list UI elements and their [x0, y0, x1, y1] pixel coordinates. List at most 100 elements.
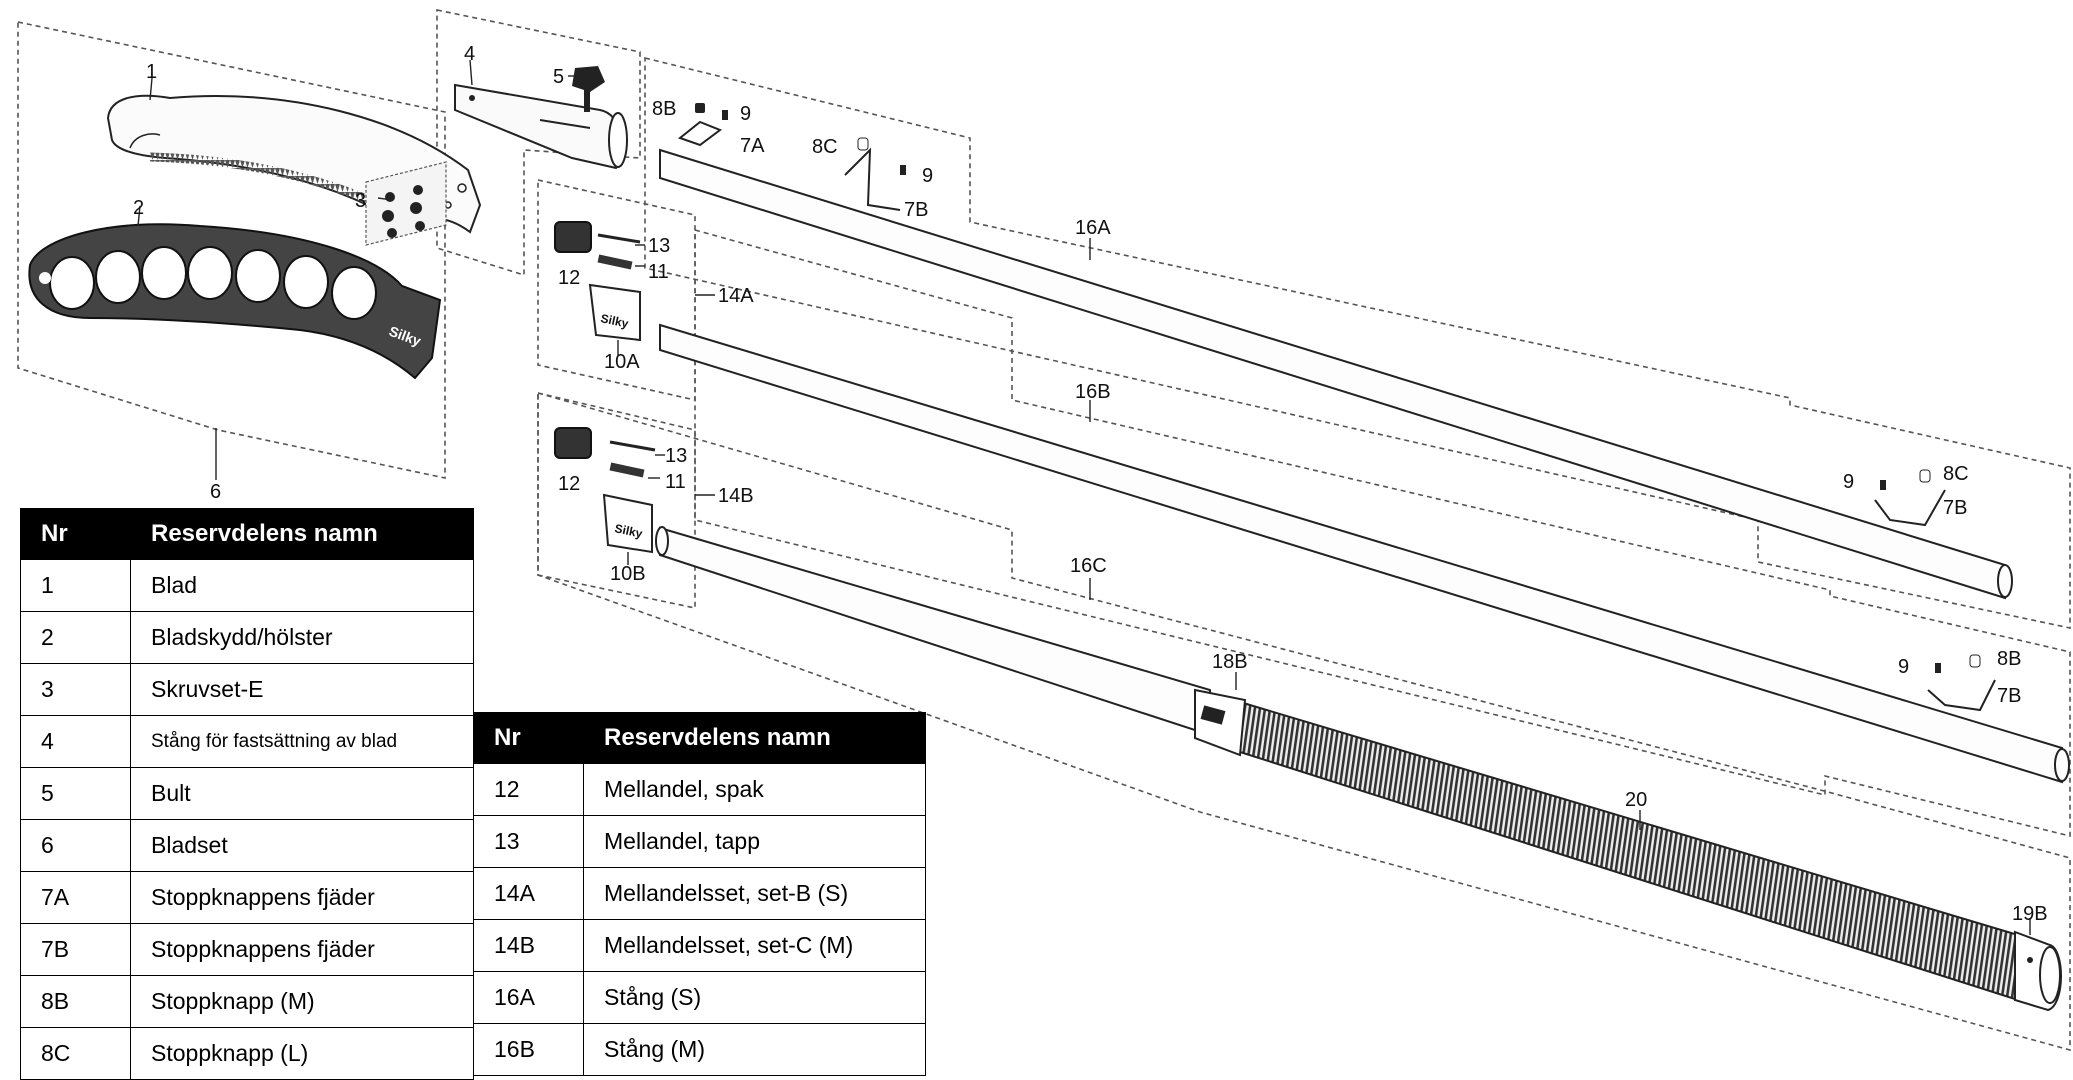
callout-9-right-2: 9: [1898, 656, 1909, 678]
part-name: Mellandelsset, set-B (S): [583, 867, 926, 920]
part-number: 6: [20, 819, 131, 872]
callout-9-right-1: 9: [1843, 471, 1854, 493]
callout-14a: 14A: [718, 285, 754, 307]
callout-11-b: 11: [665, 471, 686, 493]
callout-16c: 16C: [1070, 555, 1107, 577]
part-name: Stoppknapp (M): [130, 975, 474, 1028]
callout-20: 20: [1625, 789, 1647, 811]
callout-7b-top: 7B: [904, 199, 928, 221]
part-name: Stoppknapp (L): [130, 1027, 474, 1080]
callout-12-a: 12: [558, 267, 580, 289]
callout-9-top-2: 9: [922, 165, 933, 187]
pole-16c-start: [655, 526, 669, 556]
attach-rod-part-4: [454, 83, 628, 170]
callout-7a: 7A: [740, 135, 765, 157]
part-name: Bladskydd/hölster: [130, 611, 474, 664]
callout-14b: 14B: [718, 485, 754, 507]
part-number: 12: [473, 763, 584, 816]
part-number: 7B: [20, 923, 131, 976]
part-number: 8C: [20, 1027, 131, 1080]
callout-9-top-1: 9: [740, 103, 751, 125]
part-number: 5: [20, 767, 131, 820]
callout-16b: 16B: [1075, 381, 1111, 403]
callout-2: 2: [133, 197, 144, 219]
callout-13-a: 13: [648, 235, 670, 257]
callout-10b: 10B: [610, 563, 646, 585]
mid-set-14b: Silky: [554, 427, 656, 554]
callout-8b-top: 8B: [652, 98, 676, 120]
springs-right: [1874, 489, 1996, 712]
callout-4: 4: [464, 43, 475, 65]
part-name: Stoppknappens fjäder: [130, 923, 474, 976]
callout-11-a: 11: [648, 261, 669, 283]
pole-16c: [659, 526, 1211, 737]
callout-7b-right-1: 7B: [1943, 497, 1967, 519]
callout-6: 6: [210, 481, 221, 503]
callout-18b: 18B: [1212, 651, 1248, 673]
exploded-parts-diagram: Silky: [17, 9, 2071, 1052]
part-name: Stång (M): [583, 1023, 926, 1076]
header-name: Reservdelens namn: [130, 508, 474, 560]
pole-16a-end: [1997, 564, 2013, 598]
leader-lines: [137, 59, 2031, 935]
part-name: Mellandel, tapp: [583, 815, 926, 868]
part-name: Mellandelsset, set-C (M): [583, 919, 926, 972]
springs-top: [677, 120, 901, 211]
callout-19b: 19B: [2012, 903, 2048, 925]
part-name: Skruvset-E: [130, 663, 474, 716]
header-nr: Nr: [20, 508, 131, 560]
callout-5: 5: [553, 66, 564, 88]
callout-1: 1: [146, 61, 157, 83]
header-name: Reservdelens namn: [583, 712, 926, 764]
grip-part-20: [1194, 688, 2062, 1012]
callout-3: 3: [355, 190, 366, 212]
pole-16b-end: [2054, 748, 2070, 782]
callout-8b-right: 8B: [1997, 648, 2021, 670]
part-name: Mellandel, spak: [583, 763, 926, 816]
svg-text:Silky: Silky: [599, 311, 630, 331]
part-number: 1: [20, 559, 131, 612]
part-number: 2: [20, 611, 131, 664]
part-number: 3: [20, 663, 131, 716]
part-name: Stång för fastsättning av blad: [130, 715, 474, 768]
svg-text:Silky: Silky: [613, 521, 644, 541]
part-number: 13: [473, 815, 584, 868]
part-name: Bult: [130, 767, 474, 820]
table-header-row: Nr Reservdelens namn: [473, 712, 926, 764]
bolt-part-5: [572, 66, 605, 112]
callout-7b-right-2: 7B: [1997, 685, 2021, 707]
group-outlines: [17, 9, 2071, 1052]
part-number: 4: [20, 715, 131, 768]
poles: [655, 148, 2070, 784]
header-nr: Nr: [473, 712, 584, 764]
callout-8c-right: 8C: [1943, 463, 1969, 485]
callout-8c-top: 8C: [812, 136, 838, 158]
callout-16a: 16A: [1075, 217, 1111, 239]
part-name: Stång (S): [583, 971, 926, 1024]
part-name: Blad: [130, 559, 474, 612]
callout-13-b: 13: [665, 445, 687, 467]
part-number: 7A: [20, 871, 131, 924]
part-number: 16B: [473, 1023, 584, 1076]
part-number: 16A: [473, 971, 584, 1024]
table-header-row: Nr Reservdelens namn: [20, 508, 474, 560]
part-number: 14B: [473, 919, 584, 972]
